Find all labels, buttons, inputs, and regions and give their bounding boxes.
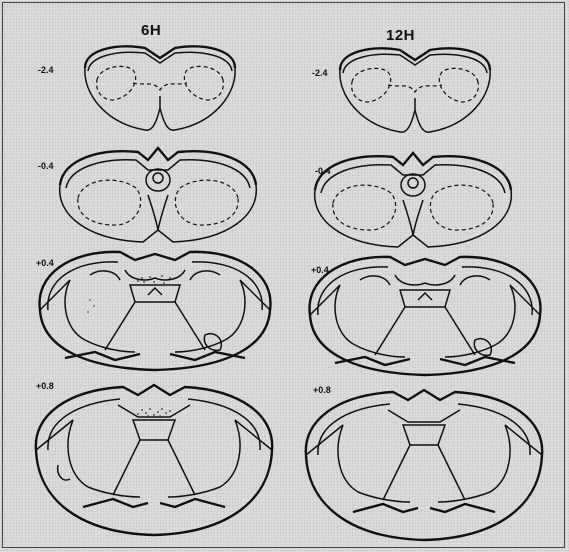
brain-section-12h-row4	[298, 380, 550, 545]
column-title-6h: 6H	[141, 22, 161, 39]
brain-section-12h-row1	[330, 40, 500, 140]
brain-section-6h-row1	[75, 38, 245, 138]
brain-section-6h-row4	[28, 375, 280, 540]
brain-section-6h-row3	[30, 240, 280, 375]
brain-section-6h-row2	[48, 140, 268, 250]
brain-section-12h-row2	[303, 145, 523, 255]
level-label: -2.4	[312, 68, 328, 78]
brain-section-12h-row3	[300, 245, 550, 380]
level-label: -2.4	[38, 65, 54, 75]
